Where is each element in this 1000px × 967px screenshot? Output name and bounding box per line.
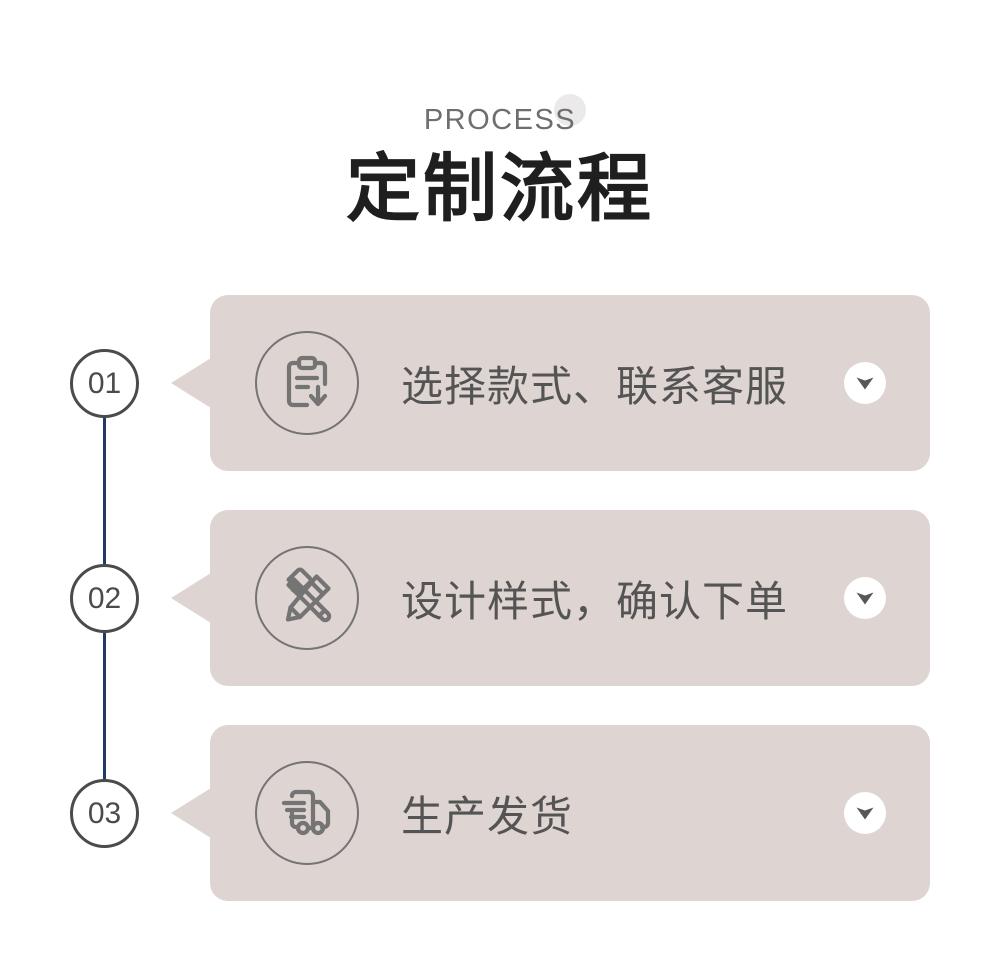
page-title: 定制流程 <box>346 147 654 230</box>
card-pointer <box>171 358 211 408</box>
step-label: 选择款式、联系客服 <box>401 362 789 410</box>
step-row: 03 生产发货 <box>0 686 1000 901</box>
timeline-connector <box>103 598 106 725</box>
step-label: 设计样式，确认下单 <box>401 577 789 625</box>
step-card[interactable]: 选择款式、联系客服 <box>171 295 930 471</box>
card-pointer <box>171 788 211 838</box>
step-label: 生产发货 <box>401 792 574 840</box>
step-row: 02 <box>0 471 1000 725</box>
timeline-connector <box>103 686 106 813</box>
eyebrow-wrap: PROCESS <box>423 94 587 140</box>
decor-circle-icon <box>554 94 587 126</box>
card-pointer <box>171 573 211 623</box>
step-number-label: 01 <box>87 366 122 400</box>
step-number-label: 02 <box>87 581 122 615</box>
chevron-down-icon[interactable] <box>844 792 886 834</box>
chevron-down-icon[interactable] <box>844 362 886 404</box>
step-number-badge: 01 <box>70 349 139 418</box>
section-header: PROCESS 定制流程 <box>0 94 1000 231</box>
step-card[interactable]: 设计样式，确认下单 <box>171 510 930 686</box>
step-list: 01 选择款式、联系客服 <box>0 295 1000 901</box>
section-eyebrow: PROCESS <box>423 104 577 136</box>
timeline-connector <box>103 383 106 510</box>
step-card[interactable]: 生产发货 <box>171 725 930 901</box>
pencil-ruler-icon <box>255 546 359 650</box>
step-number-label: 03 <box>87 796 122 830</box>
step-row: 01 选择款式、联系客服 <box>0 295 1000 510</box>
delivery-truck-icon <box>255 761 359 865</box>
chevron-down-icon[interactable] <box>844 577 886 619</box>
step-number-badge: 03 <box>70 779 139 848</box>
timeline-connector <box>103 471 106 598</box>
clipboard-download-icon <box>255 331 359 435</box>
step-number-badge: 02 <box>70 564 139 633</box>
